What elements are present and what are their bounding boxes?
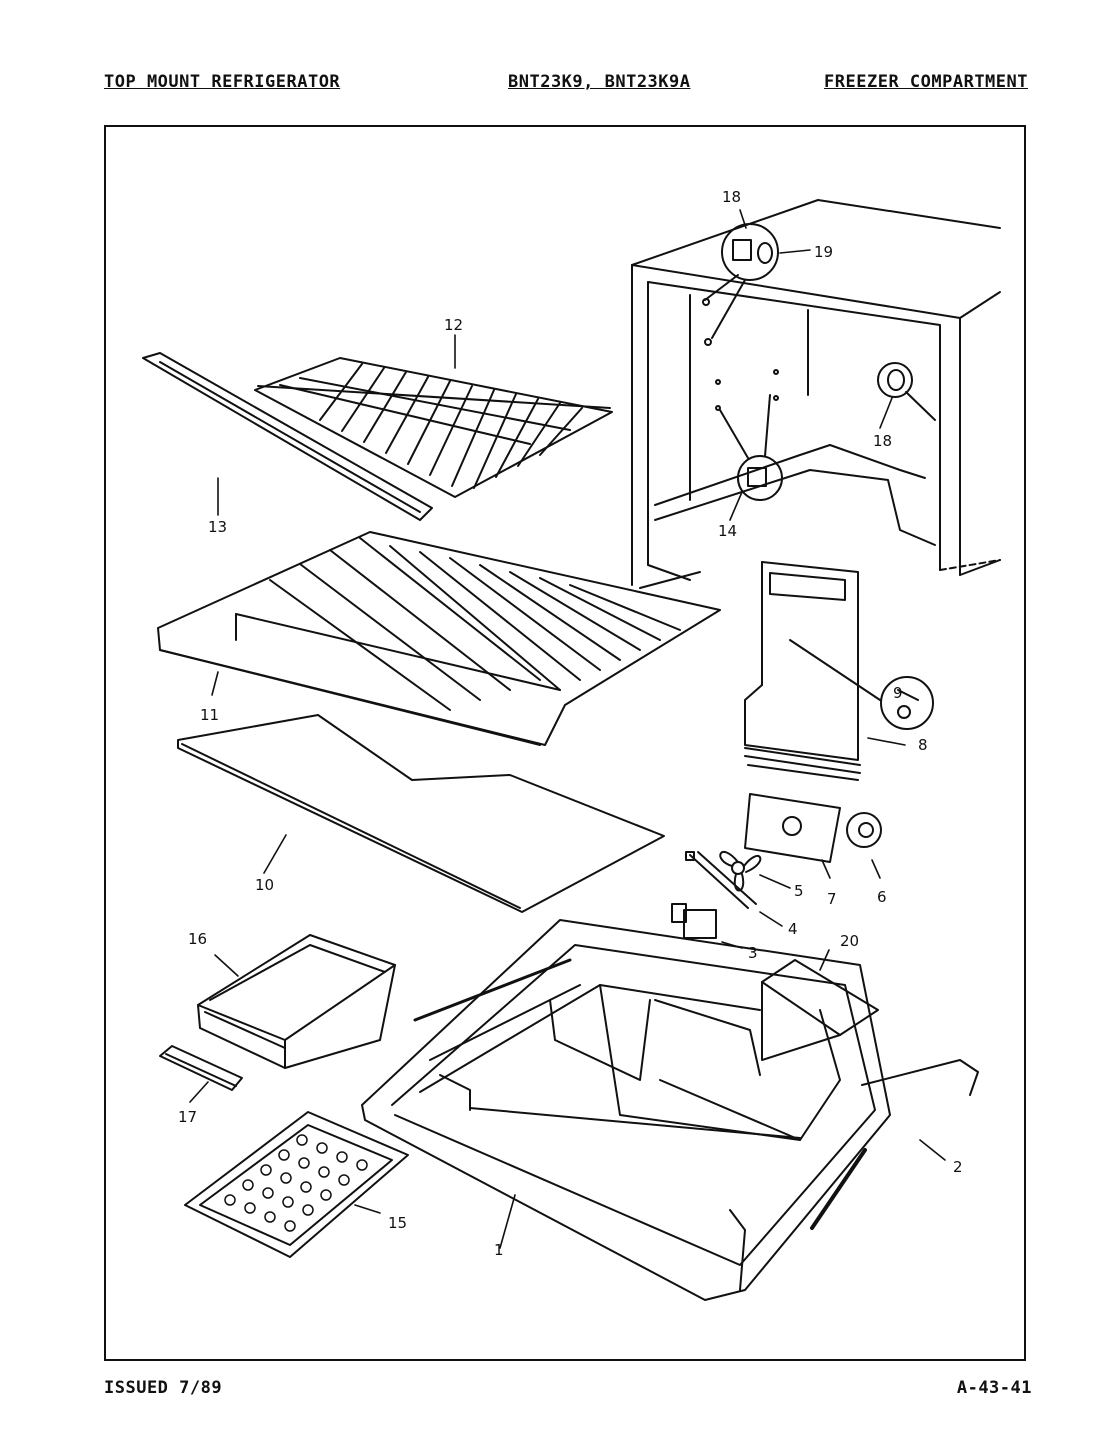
callout-12: 12 [444,316,463,334]
fan-bracket-7 [744,793,841,863]
grommet-6-detail [846,812,882,848]
diagram-frame [104,125,1026,1361]
callout-7: 7 [827,890,837,908]
part-18-19-detail [704,223,779,339]
callout-15: 15 [388,1214,407,1232]
drawer-cover-20 [761,959,879,1061]
callout-20: 20 [840,932,859,950]
callout-leaders [189,209,946,1249]
ice-tray-15 [184,1111,409,1258]
callout-10: 10 [255,876,274,894]
header-section: FREEZER COMPARTMENT [824,72,1028,92]
callout-9: 9 [893,684,903,702]
storage-bin-16 [197,934,396,1069]
header-model-numbers: BNT23K9, BNT23K9A [508,72,691,92]
callout-5: 5 [794,882,804,900]
callout-3: 3 [748,944,758,962]
fan-motor-4 [685,851,757,909]
trim-strip-2 [810,1059,979,1230]
callout-17: 17 [178,1108,197,1126]
freezer-floor-liner-1 [361,919,891,1301]
callout-19: 19 [814,243,833,261]
footer-page-code: A-43-41 [956,1378,1032,1398]
callout-labels: 12 13 11 10 16 17 15 1 2 3 4 5 6 7 8 9 2… [178,188,963,1259]
callout-4: 4 [788,920,798,938]
callout-18-top: 18 [722,188,741,206]
part-9-detail [880,676,934,730]
fan-blade-5 [719,850,762,892]
callout-18-right: 18 [873,432,892,450]
callout-1: 1 [494,1241,504,1259]
callout-13: 13 [208,518,227,536]
shelf-trim-13 [142,352,433,521]
glass-panel-10 [177,714,665,913]
callout-14: 14 [718,522,737,540]
switch-3 [671,903,717,939]
header-title: TOP MOUNT REFRIGERATOR [104,72,341,92]
callout-2: 2 [953,1158,963,1176]
callout-11: 11 [200,706,219,724]
shelf-frame-11 [157,531,721,746]
callout-6: 6 [877,888,887,906]
callout-8: 8 [918,736,928,754]
bin-rail-17 [159,1045,243,1091]
callout-16: 16 [188,930,207,948]
part-14-detail [719,394,783,501]
part-18-right-detail [877,362,936,421]
footer-issued-date: ISSUED 7/89 [104,1378,223,1398]
evaporator-cover-8 [744,561,881,781]
wire-shelf-12 [254,357,613,498]
